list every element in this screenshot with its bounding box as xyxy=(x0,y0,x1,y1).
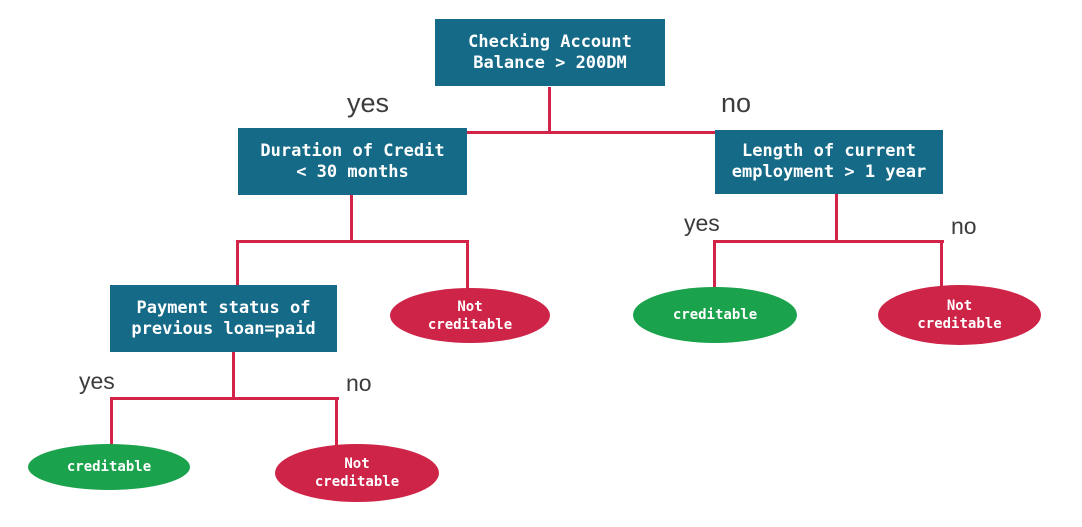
edge-duration-yes-drop xyxy=(236,240,239,288)
leaf-payment-not-creditable: Not creditable xyxy=(275,444,439,502)
leaf-employment-creditable-label: creditable xyxy=(672,307,758,323)
edge-label-payment-no: no xyxy=(346,370,372,396)
decision-node-credit-duration: Duration of Credit < 30 months xyxy=(238,128,467,195)
leaf-employment-creditable: creditable xyxy=(633,287,797,343)
leaf-payment-not-creditable-label: Not creditable xyxy=(314,456,400,490)
edge-label-root-yes: yes xyxy=(347,88,390,118)
edge-label-root-no: no xyxy=(721,88,752,118)
edge-payment-branch xyxy=(110,397,339,400)
edge-employment-yes-drop xyxy=(713,240,716,290)
decision-node-payment-status: Payment status of previous loan=paid xyxy=(110,285,337,352)
edge-duration-no-drop xyxy=(466,240,469,290)
decision-node-checking-balance-label: Checking Account Balance > 200DM xyxy=(468,31,632,73)
edge-root-stem xyxy=(548,87,551,132)
edge-payment-yes-drop xyxy=(110,397,113,447)
edge-payment-stem xyxy=(232,352,235,400)
decision-node-checking-balance: Checking Account Balance > 200DM xyxy=(435,19,665,86)
edge-label-employment-no: no xyxy=(951,213,977,239)
edge-payment-no-drop xyxy=(335,397,338,447)
edge-employment-no-drop xyxy=(940,240,943,288)
leaf-payment-creditable-label: creditable xyxy=(66,459,152,475)
leaf-payment-creditable: creditable xyxy=(28,444,190,490)
decision-node-employment-length-label: Length of current employment > 1 year xyxy=(731,141,927,182)
edge-employment-branch xyxy=(713,240,944,243)
edge-label-payment-yes: yes xyxy=(79,368,115,394)
edge-employment-stem xyxy=(835,193,838,243)
edge-duration-stem xyxy=(350,195,353,243)
leaf-duration-not-creditable-label: Not creditable xyxy=(427,298,513,333)
edge-duration-branch xyxy=(236,240,469,243)
leaf-duration-not-creditable: Not creditable xyxy=(390,288,550,343)
leaf-employment-not-creditable-label: Not creditable xyxy=(917,298,1002,332)
decision-node-credit-duration-label: Duration of Credit < 30 months xyxy=(260,140,445,182)
edge-label-employment-yes: yes xyxy=(684,210,720,236)
decision-node-employment-length: Length of current employment > 1 year xyxy=(715,130,943,194)
leaf-employment-not-creditable: Not creditable xyxy=(878,285,1041,345)
decision-node-payment-status-label: Payment status of previous loan=paid xyxy=(131,297,316,339)
edge-root-branch xyxy=(467,131,716,134)
